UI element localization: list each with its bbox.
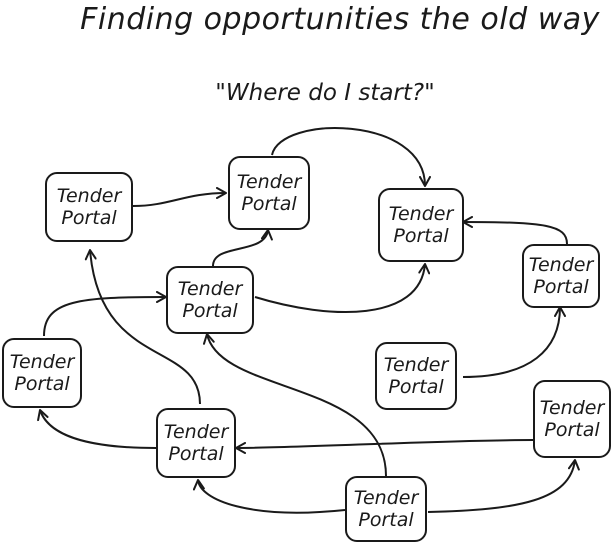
edge-f-e [43,291,167,337]
edge-e-b [212,229,273,267]
edge-j-h [192,479,346,514]
diagram-title: Finding opportunities the old way [80,2,600,37]
edge-g-d [462,306,566,378]
tender-portal-node-a: Tender Portal [45,172,133,242]
edge-d-c [462,216,568,245]
edge-a-b [132,187,227,207]
edge-b-c [271,127,431,187]
tender-portal-node-b: Tender Portal [228,156,310,230]
edge-j-i [427,459,580,513]
tender-portal-node-f: Tender Portal [2,338,82,408]
tender-portal-node-d: Tender Portal [522,244,600,308]
edge-e-c [254,263,431,313]
edge-h-f [37,409,157,449]
tender-portal-node-g: Tender Portal [375,342,457,410]
diagram-subtitle: "Where do I start?" [215,80,435,106]
tender-portal-node-h: Tender Portal [156,408,236,478]
tender-portal-node-j: Tender Portal [345,476,427,542]
tender-portal-node-c: Tender Portal [378,188,464,262]
tender-portal-node-e: Tender Portal [166,266,254,334]
edge-i-h [235,439,534,454]
tender-portal-node-i: Tender Portal [533,380,611,458]
edge-h-a [84,249,201,405]
